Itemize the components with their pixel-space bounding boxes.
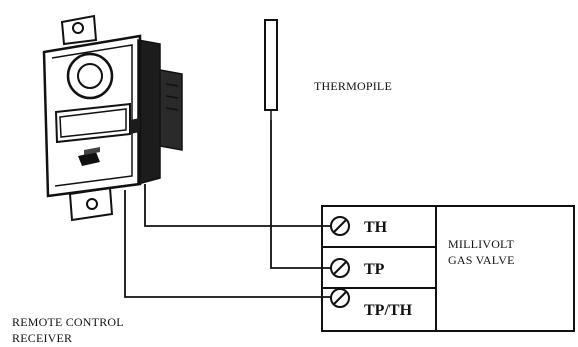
terminal-screw-icon [330,216,350,236]
gas-valve-block [321,205,575,332]
valve-label-line1: MILLIVOLT [448,237,514,251]
wire-receiver-to-th [144,184,334,227]
remote-control-receiver [42,14,183,222]
wires [124,120,334,298]
thermopile-label: THERMOPILE [314,79,392,93]
terminal-label-th: TH [364,219,388,236]
terminal-label-tp: TP [364,261,385,278]
receiver-label-line1: REMOTE CONTROL [12,315,124,329]
thermopile-probe [264,19,278,120]
wire-receiver-to-tpth [124,190,334,298]
terminal-label-tpth: TP/TH [364,302,413,319]
receiver-label-line2: RECEIVER [12,331,72,345]
valve-label-line2: GAS VALVE [448,253,515,267]
wire-thermopile-to-tp [270,120,334,269]
terminal-screw-icon [330,258,350,278]
terminal-screw-icon [330,288,350,308]
terminal-screws [330,216,350,308]
